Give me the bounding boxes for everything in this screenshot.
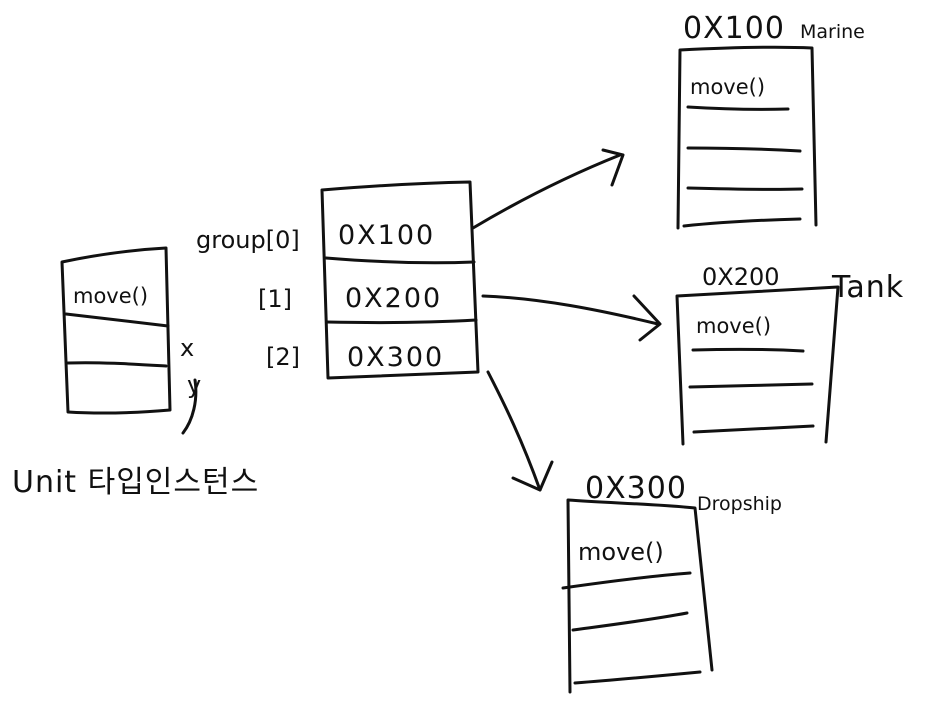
marine-method-label: move() bbox=[690, 75, 765, 99]
unit-instance-box bbox=[60, 246, 172, 415]
group-index-2-label: [2] bbox=[266, 343, 300, 371]
marine-object-box bbox=[676, 45, 818, 230]
marine-type-label: Marine bbox=[800, 21, 865, 43]
group-index-1-label: [1] bbox=[258, 285, 292, 313]
pointer-arrow-0x200 bbox=[481, 294, 662, 342]
unit-field-x: x bbox=[180, 334, 194, 362]
unit-instance-caption: Unit 타입인스턴스 bbox=[12, 465, 259, 500]
tank-address-label: 0X200 bbox=[702, 263, 780, 291]
pointer-arrow-0x300 bbox=[486, 370, 554, 492]
tank-object-box bbox=[675, 285, 840, 446]
group-index-0-label: group[0] bbox=[196, 226, 300, 254]
dropship-type-label: Dropship bbox=[697, 493, 782, 515]
pointer-arrow-0x100 bbox=[471, 148, 625, 230]
group-cell-2: 0X300 bbox=[347, 342, 444, 373]
dropship-method-label: move() bbox=[578, 538, 664, 566]
unit-field-y: y bbox=[187, 371, 201, 399]
tank-method-label: move() bbox=[696, 314, 771, 338]
marine-address-label: 0X100 bbox=[683, 11, 785, 46]
unit-method-label: move() bbox=[73, 284, 148, 308]
group-array-box bbox=[320, 180, 480, 380]
y-pointer-stroke bbox=[181, 378, 198, 435]
dropship-object-box bbox=[561, 498, 714, 694]
group-cell-0: 0X100 bbox=[338, 220, 435, 251]
group-cell-1: 0X200 bbox=[345, 283, 442, 314]
tank-type-label: Tank bbox=[831, 270, 904, 305]
dropship-address-label: 0X300 bbox=[585, 471, 687, 506]
